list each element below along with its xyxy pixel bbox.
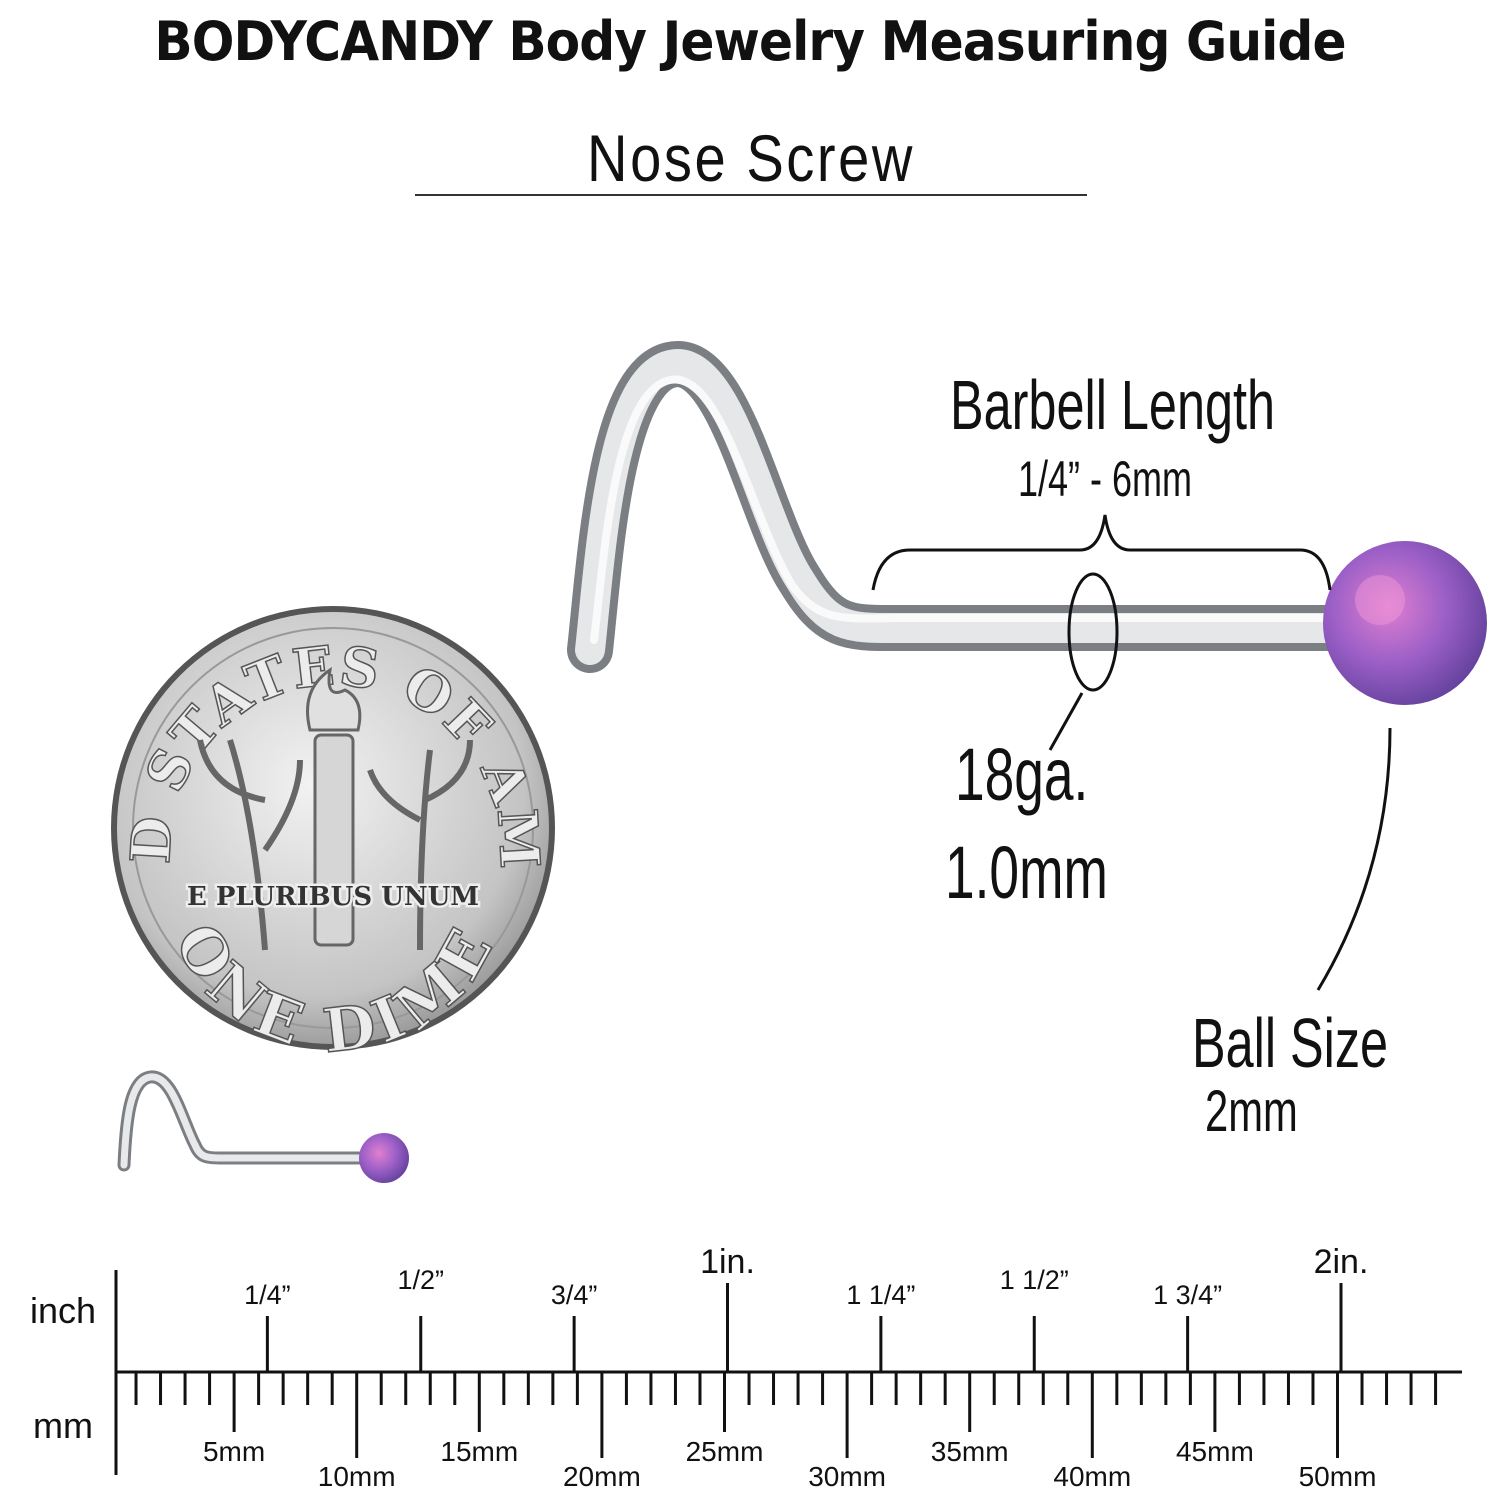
inch-mark-label: 3/4”	[550, 1280, 598, 1310]
inch-mark-label: 1/4”	[244, 1280, 291, 1310]
mm-mark-label: 50mm	[1298, 1461, 1377, 1492]
nose-screw-actual-size	[117, 1070, 409, 1183]
mm-mark-label: 25mm	[685, 1436, 764, 1467]
gauge-ring	[1067, 572, 1119, 692]
oak-branch-icon	[367, 739, 473, 951]
gauge-label: 18ga.	[955, 733, 1089, 816]
ruler	[114, 1270, 1462, 1475]
dime-coin: UNITED STATES OF AMERICA ONE DIME E PLUR…	[0, 0, 555, 1068]
mm-mark-label: 20mm	[562, 1461, 641, 1492]
gauge-pointer	[1048, 692, 1084, 751]
product-subtitle: Nose Screw	[587, 121, 915, 195]
gauge-value: 1.0mm	[945, 831, 1108, 914]
inch-mark-label: 1in.	[700, 1243, 755, 1281]
ball-size-value: 2mm	[1205, 1079, 1298, 1144]
nose-screw-large	[567, 341, 1487, 705]
inch-mark-label: 1 1/4”	[846, 1280, 916, 1310]
inch-mark-label: 1 1/2”	[999, 1265, 1069, 1295]
barbell-length-value: 1/4” - 6mm	[1018, 451, 1193, 507]
mm-mark-label: 10mm	[317, 1461, 396, 1492]
olive-branch-icon	[197, 739, 303, 951]
subtitle-underline	[415, 194, 1087, 196]
inch-mark-label: 1 3/4”	[1153, 1280, 1223, 1310]
flame-icon	[306, 666, 362, 732]
inch-mark-label: 2in.	[1313, 1243, 1369, 1281]
mm-mark-label: 15mm	[440, 1436, 519, 1467]
mm-mark-label: 30mm	[808, 1461, 886, 1492]
inch-mark-label: 1/2”	[397, 1265, 445, 1295]
barbell-length-label: Barbell Length	[950, 366, 1276, 444]
torch-icon	[313, 733, 355, 947]
mm-mark-label: 45mm	[1175, 1436, 1254, 1467]
mm-mark-label: 35mm	[930, 1436, 1009, 1467]
mm-mark-label: 5mm	[202, 1436, 266, 1467]
dime-motto: E PLURIBUS UNUM	[187, 882, 479, 912]
opal-ball-small	[359, 1133, 409, 1183]
barbell-length-bracket	[871, 514, 1332, 591]
ruler-inch-label: inch	[30, 1290, 97, 1331]
ruler-mm-label: mm	[33, 1405, 93, 1446]
ball-size-pointer	[1316, 727, 1392, 991]
guide-title: BODYCANDY Body Jewelry Measuring Guide	[154, 10, 1346, 73]
ball-size-label: Ball Size	[1192, 1004, 1389, 1082]
opal-ball-large	[1323, 541, 1487, 705]
mm-mark-label: 40mm	[1053, 1461, 1132, 1492]
